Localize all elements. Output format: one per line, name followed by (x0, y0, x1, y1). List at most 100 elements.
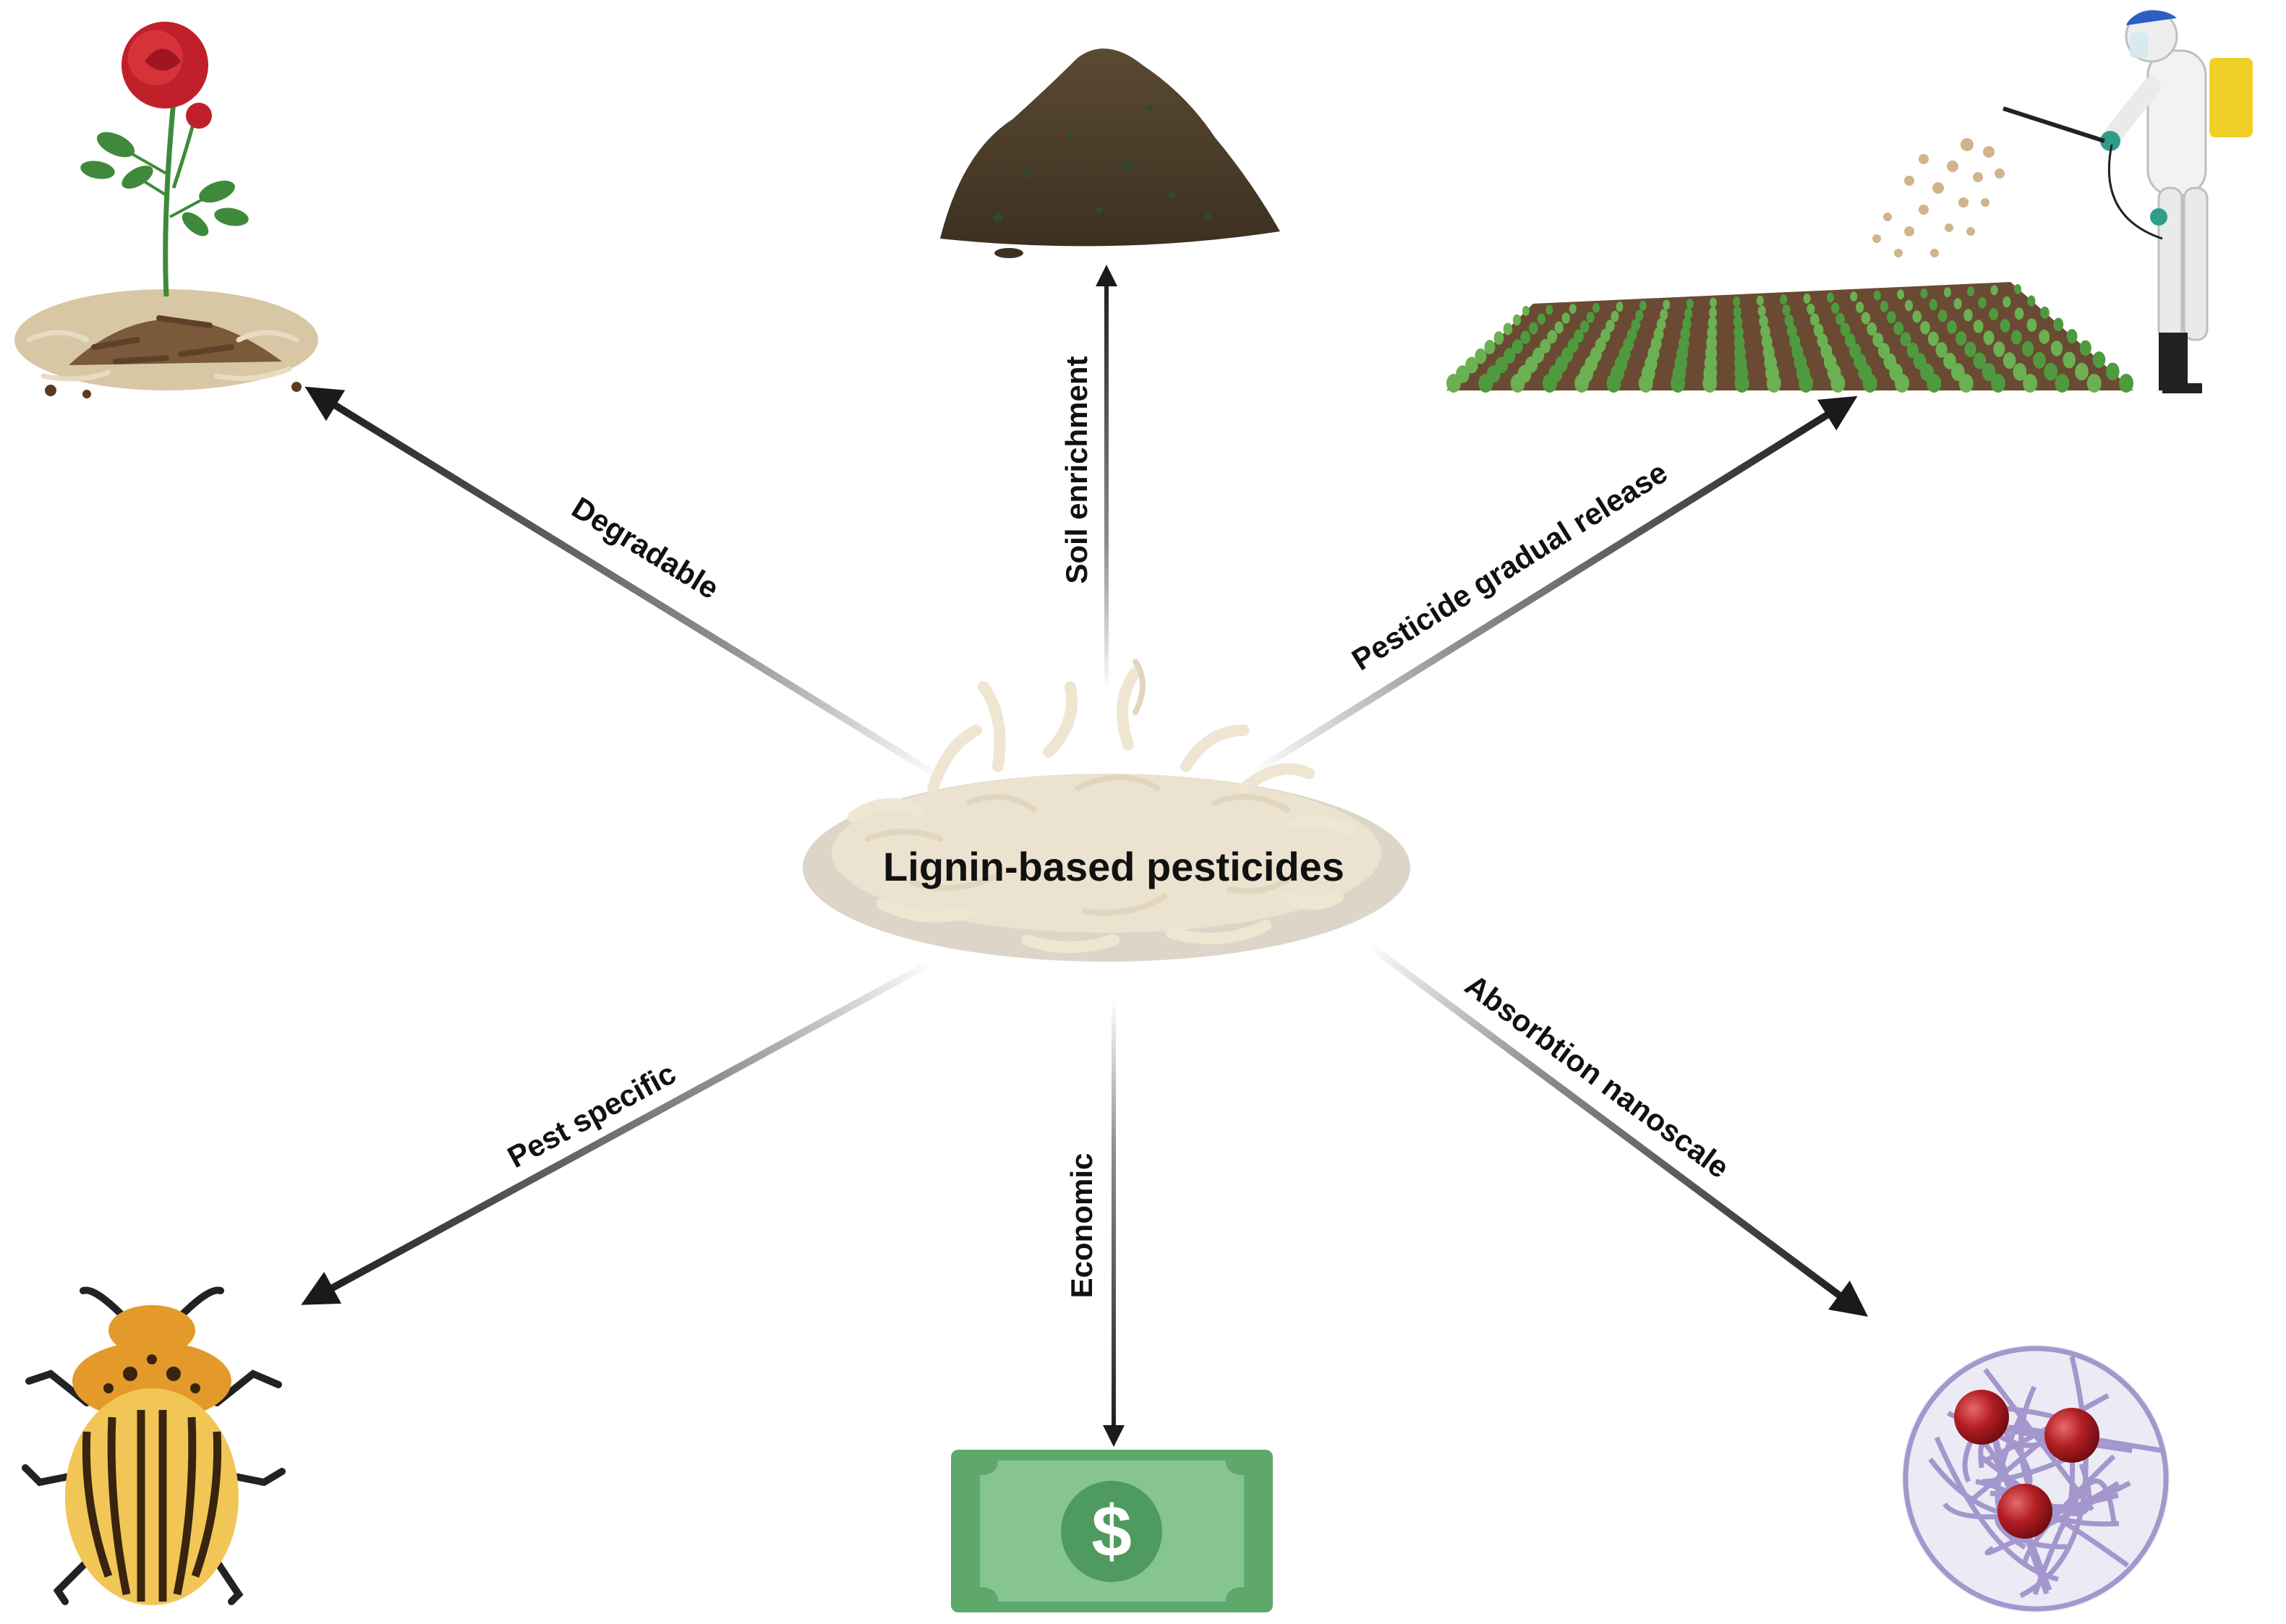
crop-plant (1611, 310, 1619, 322)
crop-plant (1993, 341, 2005, 357)
crop-plant (1475, 348, 1487, 364)
crop-plant (1813, 323, 1824, 338)
crop-plant (1799, 374, 1814, 393)
nanoparticle-illustration (1902, 1345, 2170, 1612)
crop-plant (1682, 317, 1692, 330)
nanoparticle-core-3 (1997, 1484, 2052, 1539)
polymer-fiber (1980, 1393, 2110, 1465)
polymer-fiber (2032, 1478, 2117, 1596)
crop-plant (1554, 321, 1564, 334)
crop-plant (1586, 312, 1595, 323)
crop-plant (1861, 312, 1871, 325)
crop-plant (1511, 339, 1523, 354)
crop-plant (1937, 309, 1948, 322)
crop-plant (1638, 374, 1653, 393)
crop-plant (1990, 285, 1998, 296)
crop-plant (1953, 298, 1962, 309)
crop-plant (2014, 307, 2024, 320)
arrow-pest-specific (301, 958, 935, 1305)
money-symbol: $ (1091, 1491, 1132, 1572)
crop-plant (1803, 293, 1811, 304)
crop-plant (1850, 291, 1858, 302)
crop-plant (1569, 304, 1577, 315)
center-title: Lignin-based pesticides (883, 844, 1344, 889)
crop-plant (1484, 340, 1496, 354)
crop-plant (2000, 319, 2010, 333)
crop-plant (1947, 320, 1957, 334)
crop-plant (1989, 308, 1999, 321)
crop-plant (2092, 351, 2106, 368)
crop-plant (1867, 322, 1877, 336)
crop-plant (2003, 296, 2011, 308)
crop-plant (1906, 342, 1919, 359)
arrow-gradual-release (1249, 396, 1858, 777)
crop-plant (2044, 362, 2058, 381)
crop-plant (2063, 351, 2076, 369)
rose-flower (121, 22, 212, 129)
crop-plant (1512, 314, 1522, 326)
crop-plant (1574, 374, 1590, 393)
crop-plant (1983, 330, 1995, 346)
crop-plant (2075, 362, 2089, 381)
crop-rows (1446, 284, 2133, 393)
crop-plant (1807, 303, 1815, 315)
crop-plant (2022, 341, 2034, 357)
crop-plant (2079, 340, 2091, 356)
crop-plant (1835, 312, 1845, 325)
crop-plant (2039, 329, 2050, 344)
rose-on-mulch-illustration (14, 22, 318, 398)
crop-plant (1759, 315, 1768, 328)
crop-plant (2086, 374, 2102, 393)
crop-plant (1537, 313, 1545, 325)
crop-plant (1900, 332, 1911, 347)
polymer-outline (1903, 1346, 2169, 1612)
nanoparticle-core-2 (2044, 1408, 2099, 1463)
crop-plant (1782, 304, 1791, 316)
crop-plant (2033, 351, 2046, 369)
label-gradual-release: Pesticide gradual release (1346, 455, 1673, 677)
crop-plant (1831, 302, 1840, 315)
arrows (301, 265, 1869, 1447)
crop-plant (1639, 300, 1647, 311)
crop-plant (2003, 352, 2016, 369)
crop-plant (1493, 331, 1504, 345)
crop-plant (2013, 363, 2027, 381)
crop-plant (1880, 301, 1889, 312)
crop-plant (1766, 374, 1781, 393)
crop-plant (1605, 320, 1615, 333)
crop-plant (1733, 306, 1741, 318)
crop-plant (1978, 297, 1987, 309)
crop-plant (2023, 374, 2038, 393)
crop-plant (1465, 356, 1478, 374)
crop-plant (1780, 294, 1788, 305)
crop-plant (1872, 333, 1884, 347)
crop-plant (1733, 315, 1743, 328)
crop-plant (1542, 374, 1557, 393)
lignin-pile (803, 659, 1410, 962)
crop-plant (1631, 319, 1641, 332)
crop-plant (1707, 316, 1718, 329)
crop-plant (2026, 318, 2037, 332)
pesticide-spray (1872, 138, 2005, 257)
crop-plant (2119, 374, 2133, 393)
crop-plant (1503, 322, 1513, 336)
crop-plant (1684, 308, 1693, 320)
crop-plant (1702, 374, 1718, 393)
nanoparticle-core-1 (1954, 1390, 2009, 1445)
crop-plant (1529, 322, 1538, 335)
crop-plant (1895, 374, 1909, 393)
crop-plant (1920, 320, 1930, 335)
arrow-absorption (1365, 940, 1869, 1317)
arrow-degradable (304, 386, 942, 781)
crop-plant (1958, 374, 1974, 393)
crop-plant (1912, 310, 1922, 323)
crop-plant (1873, 290, 1881, 301)
crop-plant (1887, 311, 1896, 324)
crop-plant (1784, 314, 1794, 327)
beetle-illustration (22, 1286, 286, 1605)
crop-plant (2055, 374, 2070, 393)
crop-plant (1522, 306, 1530, 316)
label-absorption: Absorbtion nanoscale (1459, 967, 1736, 1184)
crop-plant (1756, 295, 1764, 306)
